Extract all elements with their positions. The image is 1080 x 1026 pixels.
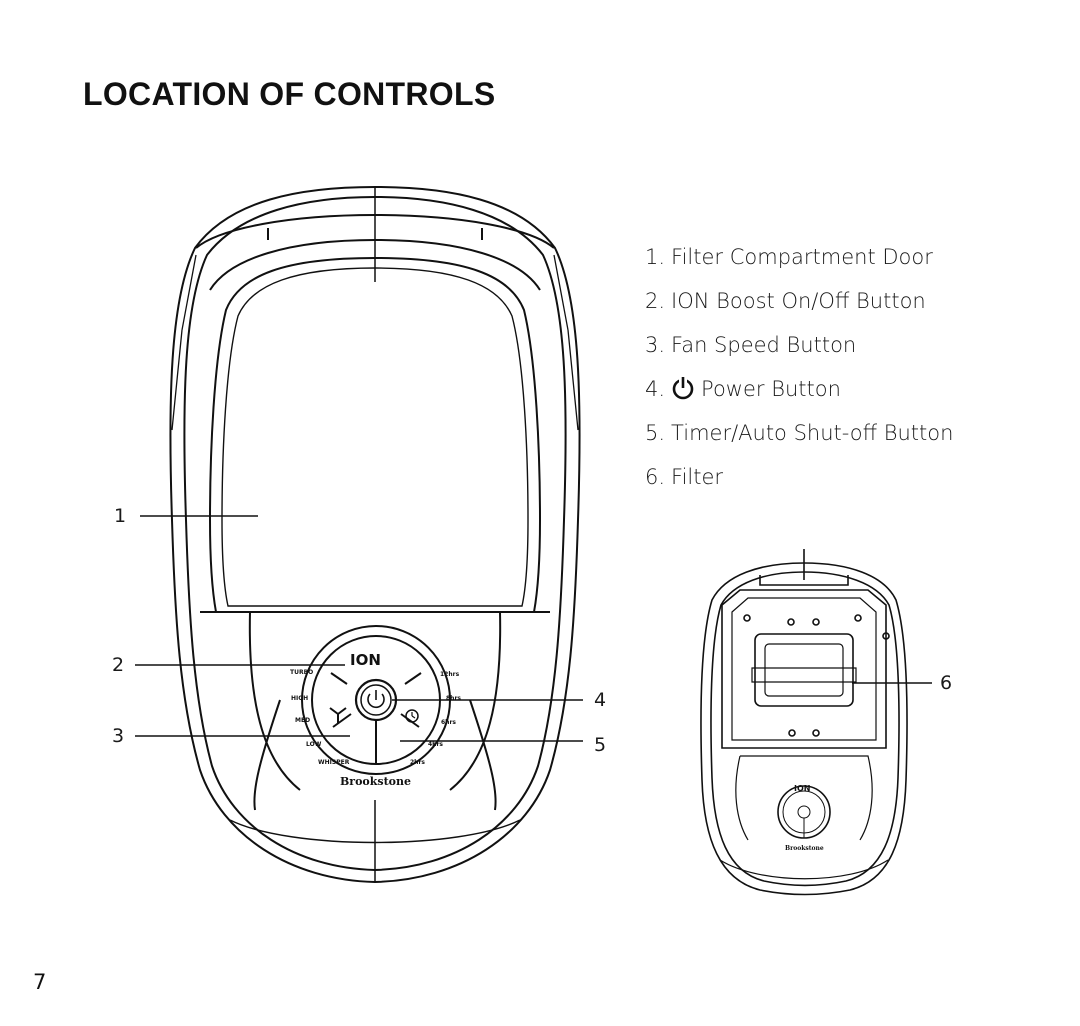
- page-number: 7: [33, 970, 47, 994]
- brand-logo-small: Brookstone: [785, 845, 824, 852]
- controls-legend: 1.Filter Compartment Door 2.ION Boost On…: [645, 235, 953, 499]
- ion-label-small: ION: [794, 784, 810, 793]
- legend-item-power: 4.Power Button: [645, 376, 841, 401]
- speed-turbo: TURBO: [290, 669, 313, 676]
- timer-4hrs: 4hrs: [428, 741, 443, 748]
- timer-12hrs: 12hrs: [440, 671, 460, 678]
- callout-4: 4: [594, 689, 607, 711]
- legend-item-timer: 5.Timer/Auto Shut-off Button: [645, 421, 954, 445]
- legend-item-ion-button: 2.ION Boost On/Off Button: [645, 289, 926, 313]
- callout-3: 3: [112, 725, 125, 747]
- callout-6: 6: [940, 672, 953, 694]
- callout-1: 1: [114, 505, 127, 527]
- power-icon: [672, 376, 694, 400]
- ion-label: ION: [350, 651, 381, 669]
- speed-whisper: WHISPER: [318, 759, 350, 766]
- callout-2: 2: [112, 654, 125, 676]
- speed-low: LOW: [306, 741, 322, 748]
- legend-item-filter-door: 1.Filter Compartment Door: [645, 245, 933, 269]
- timer-6hrs: 6hrs: [441, 719, 456, 726]
- page-title: LOCATION OF CONTROLS: [83, 76, 496, 112]
- speed-med: MED: [295, 717, 310, 724]
- timer-2hrs: 2hrs: [410, 759, 425, 766]
- purifier-back-illustration: [700, 549, 908, 896]
- callout-5: 5: [594, 734, 607, 756]
- legend-item-filter: 6.Filter: [645, 465, 724, 489]
- timer-8hrs: 8hrs: [446, 695, 461, 702]
- speed-high: HIGH: [291, 695, 308, 702]
- brand-logo: Brookstone: [340, 775, 411, 788]
- legend-item-fan-speed: 3.Fan Speed Button: [645, 333, 857, 357]
